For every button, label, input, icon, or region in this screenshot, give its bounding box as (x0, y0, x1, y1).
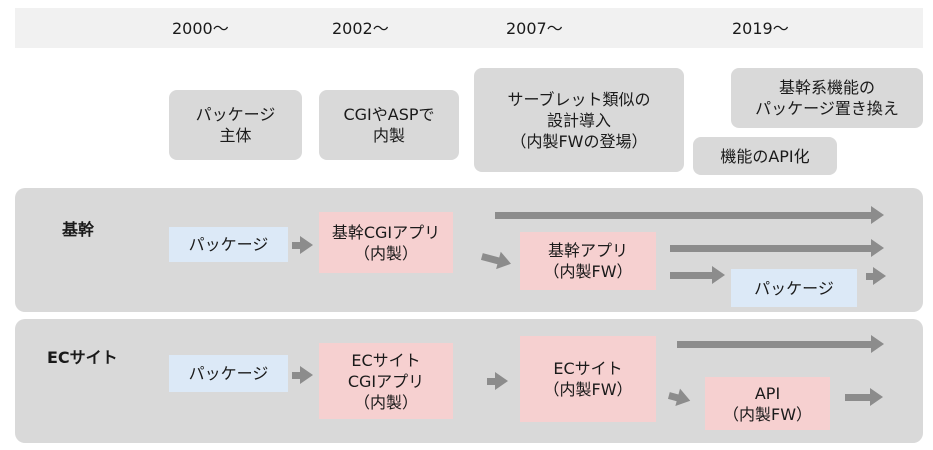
ec-package-box: パッケージ (169, 355, 288, 392)
ec-arrow-api-continue (845, 388, 883, 406)
lane-ec-label: ECサイト (47, 348, 118, 367)
core-package-box-2019: パッケージ (731, 269, 857, 307)
era-package-based: パッケージ 主体 (169, 90, 302, 160)
core-fw-app-box: 基幹アプリ （内製FW） (520, 232, 656, 290)
lane-core-label: 基幹 (62, 220, 95, 239)
year-2019: 2019〜 (732, 19, 789, 38)
ec-arrow-2 (487, 372, 508, 390)
era-package-replacement: 基幹系機能の パッケージ置き換え (731, 68, 923, 128)
ec-fw-app-box: ECサイト （内製FW） (520, 336, 656, 422)
core-arrow-to-package (670, 266, 725, 284)
ec-arrow-fw-continue (677, 335, 884, 353)
core-arrow-1 (292, 236, 313, 254)
year-2002: 2002〜 (332, 19, 389, 38)
era-cgi-asp: CGIやASPで 内製 (319, 90, 459, 160)
core-arrow-fw-continue (670, 239, 884, 257)
year-2000: 2000〜 (172, 19, 229, 38)
core-cgi-app-box: 基幹CGIアプリ （内製） (319, 212, 453, 273)
core-arrow-long-top (495, 206, 884, 224)
ec-arrow-1 (292, 366, 313, 384)
era-api: 機能のAPI化 (693, 137, 837, 175)
ec-api-box: API （内製FW） (705, 377, 830, 430)
year-2007: 2007〜 (506, 19, 563, 38)
era-servlet-design: サーブレット類似の 設計導入 （内製FWの登場） (474, 68, 684, 172)
timeline-header (15, 8, 923, 48)
core-package-box: パッケージ (169, 227, 288, 262)
ec-cgi-app-box: ECサイト CGIアプリ （内製） (319, 343, 453, 419)
core-arrow-package-continue (866, 267, 886, 285)
